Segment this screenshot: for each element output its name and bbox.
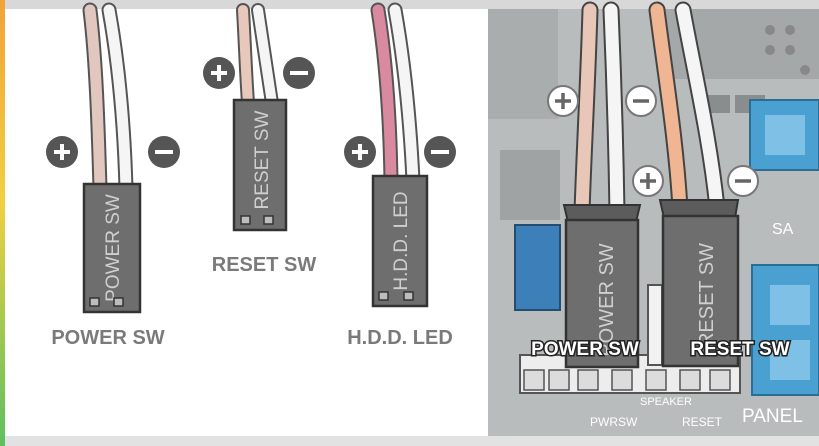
reset-caption: RESET SW — [212, 254, 317, 276]
header-pin — [647, 284, 663, 366]
reset-connector-text: RESET SW — [252, 110, 273, 209]
hdd-pin-hole-2 — [403, 291, 414, 301]
top-band — [5, 0, 819, 9]
hdd-connector-body — [371, 174, 429, 308]
reset-wire-positive — [238, 5, 253, 108]
board-power-wire-positive — [575, 3, 597, 219]
board-power-body-text: POWER SW — [596, 243, 618, 356]
power-sw-connector: POWER SW POWER SW — [46, 2, 180, 349]
board-reset-minus-icon — [727, 165, 759, 197]
hdd-minus-icon — [424, 136, 456, 168]
reset-sw-connector: RESET SW RESET SW — [203, 3, 317, 276]
reset-pin-hole-2 — [263, 215, 274, 225]
motherboard-photo: PWRSW RESET SPEAKER PANEL SA — [488, 9, 819, 436]
board-power-wire-negative — [604, 3, 624, 219]
silkscreen-pwrsw: PWRSW — [590, 415, 638, 429]
power-wire-negative — [103, 4, 132, 194]
silkscreen-panel: PANEL — [742, 406, 803, 427]
hdd-plus-icon — [344, 136, 376, 168]
silkscreen-speaker: SPEAKER — [640, 396, 692, 408]
power-minus-icon — [148, 136, 180, 168]
power-pin-hole-2 — [113, 297, 124, 307]
power-caption: POWER SW — [51, 327, 164, 349]
reset-pin-hole-1 — [240, 215, 251, 225]
silkscreen-reset: RESET — [682, 415, 723, 429]
board-reset-connector-body — [661, 214, 740, 368]
silkscreen-sa: SA — [772, 221, 794, 238]
reset-plus-icon — [203, 57, 235, 89]
blue-block-left — [514, 224, 561, 311]
edge-color-strip — [0, 0, 5, 446]
hdd-led-connector: H.D.D. LED H.D.D. LED — [344, 2, 456, 349]
board-power-minus-icon — [625, 85, 657, 117]
power-pin-hole-1 — [89, 297, 100, 307]
hdd-wire-negative — [389, 4, 419, 186]
hdd-wire-positive — [372, 4, 397, 186]
power-plus-icon — [46, 136, 78, 168]
board-reset-plus-icon — [632, 165, 664, 197]
board-reset-body-text: RESET SW — [696, 243, 718, 347]
hdd-caption: H.D.D. LED — [347, 327, 453, 349]
board-reset-wire-positive — [650, 3, 687, 215]
bottom-band — [5, 436, 819, 446]
power-connector-text: POWER SW — [103, 194, 124, 302]
power-connector-body — [82, 182, 142, 314]
reset-wire-negative — [253, 5, 277, 108]
board-reset-label: RESET SW — [690, 339, 789, 360]
hdd-connector-text: H.D.D. LED — [391, 191, 412, 290]
board-reset-connector: RESET SW — [632, 1, 759, 368]
power-wire-positive — [84, 4, 106, 194]
board-power-connector: POWER SW — [547, 1, 657, 369]
hdd-pin-hole-1 — [378, 291, 389, 301]
reset-connector-body — [232, 98, 288, 232]
board-power-plus-icon — [547, 85, 579, 117]
reset-minus-icon — [283, 57, 315, 89]
board-power-label: POWER SW — [531, 339, 639, 360]
board-power-connector-body — [564, 218, 640, 369]
board-reset-wire-negative — [676, 3, 724, 215]
